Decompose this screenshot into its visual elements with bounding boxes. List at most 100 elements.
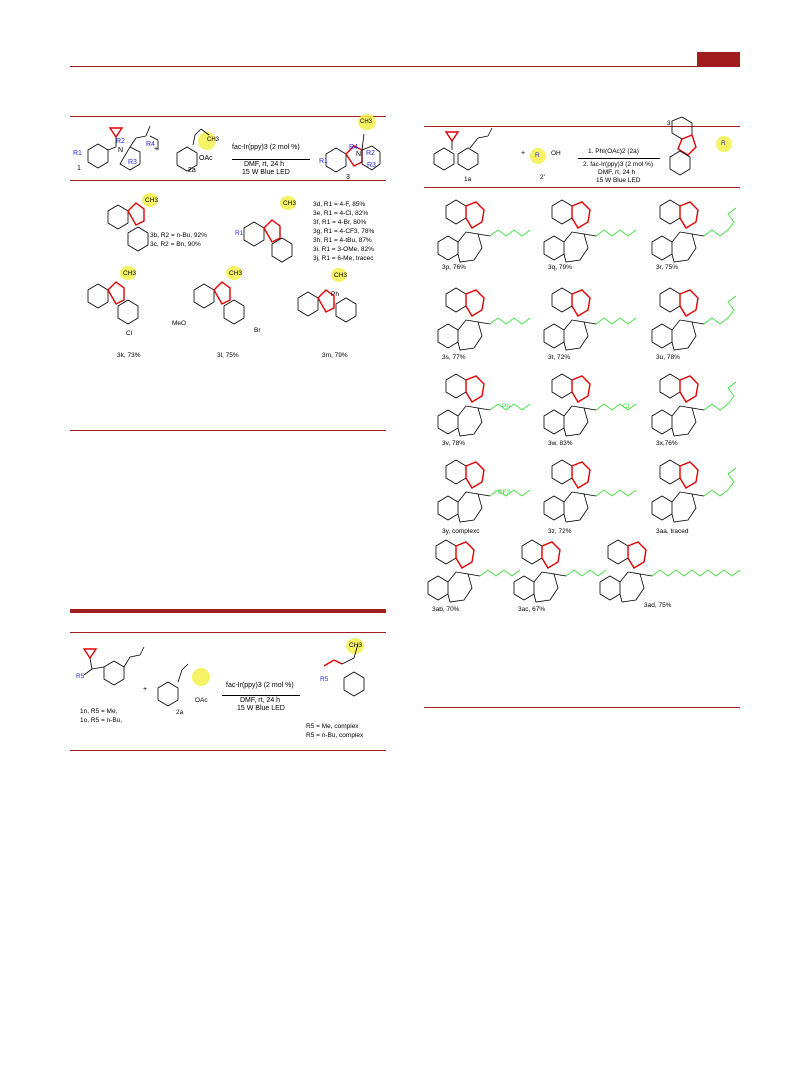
product-structure-3ab	[427, 539, 521, 603]
reagent2-highlight	[192, 668, 210, 686]
product-label-3s: 3s, 77%	[442, 354, 466, 361]
acid-r: R	[535, 152, 540, 159]
scheme3-bottom-rule	[424, 707, 740, 708]
product-label-3p: 3p, 76%	[442, 264, 466, 271]
step-1: 1. PhI(OAc)2 (2a)	[588, 148, 639, 155]
product2-highlight	[346, 638, 364, 654]
scheme1-divider	[70, 180, 386, 181]
reactant-1a-structure	[433, 127, 493, 171]
result-me: R5 = Me, complex	[306, 723, 359, 730]
list-item: 3i, R1 = 3-OMe, 82%	[313, 246, 374, 253]
scheme2-top-rule	[70, 632, 386, 633]
3c-label: 3c, R2 = Bn, 90%	[150, 241, 201, 248]
product-structure-3v	[437, 373, 531, 437]
structure-3m	[297, 289, 357, 323]
product-ch3: CH3	[360, 119, 373, 125]
reagent-2a-label: 2a	[188, 167, 196, 174]
condition-light: 15 W Blue LED	[242, 169, 290, 176]
product-label-3q: 3q, 79%	[548, 264, 572, 271]
3m-label: 3m, 79%	[322, 352, 348, 359]
product-n: N	[356, 151, 362, 158]
reaction-arrow-3	[578, 158, 660, 159]
scheme1-top-rule	[70, 116, 386, 117]
product-label-3u: 3u, 78%	[656, 354, 680, 361]
product-structure-3z	[543, 459, 637, 523]
reagent2-oac: OAc	[195, 697, 208, 704]
condition-solvent: DMF, rt, 24 h	[244, 161, 285, 168]
list-item: 3d, R1 = 4-F, 85%	[313, 201, 366, 208]
3k-ch3: CH3	[123, 270, 137, 277]
3w-cl: Cl	[623, 403, 630, 410]
plus-sign: +	[154, 146, 159, 153]
3l-meo: MeO	[172, 320, 187, 327]
header-rule	[70, 66, 740, 67]
structure-3k	[87, 281, 139, 325]
product-r3: R3	[367, 162, 376, 169]
3m-highlight	[331, 268, 347, 282]
reaction-arrow-2	[222, 695, 300, 696]
3v-ph: Ph	[502, 403, 510, 410]
list-item: 3f, R1 = 4-Br, 80%	[313, 219, 367, 226]
result-nbu: R5 = n-Bu, complex	[306, 732, 364, 739]
3l-br: Br	[254, 327, 261, 334]
scheme3-divider	[424, 187, 740, 188]
product-label-3w: 3w, 83%	[548, 440, 573, 447]
acid-label: 2'	[540, 174, 545, 181]
product-structure-3y	[437, 459, 531, 523]
3b-highlight	[142, 193, 158, 207]
product2-r5: R5	[320, 676, 329, 683]
3d-r1: R1	[235, 230, 244, 237]
product-3-structure	[325, 133, 381, 173]
3d-ch3: CH3	[283, 200, 297, 207]
structure-3b-3c	[107, 202, 149, 252]
condition3-solvent: DMF, rt, 24 h	[598, 169, 636, 176]
3k-label: 3k, 73%	[117, 352, 141, 359]
product-r: R	[721, 140, 726, 147]
product-structure-3ad	[599, 539, 741, 603]
condition2-light: 15 W Blue LED	[237, 705, 285, 712]
reagent-ch3: CH3	[207, 137, 220, 143]
product-structure-3q	[543, 199, 637, 263]
product-r4: R4	[349, 144, 358, 151]
scheme1-bottom-rule	[70, 430, 386, 431]
reagent2-structure	[157, 663, 189, 707]
product-highlight	[358, 114, 376, 130]
3l-ch3: CH3	[229, 270, 243, 277]
product-label-3ad: 3ad, 75%	[644, 602, 672, 609]
3l-label: 3l, 75%	[217, 352, 239, 359]
3y-cf3: CF3	[498, 489, 511, 496]
product-label-3z: 3z, 72%	[548, 528, 572, 535]
list-item: 3h, R1 = 4-tBu, 87%	[313, 237, 372, 244]
acid-oh: OH	[551, 150, 561, 157]
product-label-3aa: 3aa, traced	[656, 528, 689, 535]
product-structure-3w	[543, 373, 637, 437]
list-item: 3g, R1 = 4-CF3, 78%	[313, 228, 375, 235]
condition3-light: 15 W Blue LED	[596, 177, 641, 184]
condition-catalyst: fac-Ir(ppy)3 (2 mol %)	[232, 144, 300, 151]
3m-ph: Ph	[331, 291, 339, 298]
reactant-1-label: 1	[77, 165, 81, 172]
product-structure-3s	[437, 287, 531, 351]
reactant-r5: R5	[76, 673, 85, 680]
product-structure-3p	[437, 199, 531, 263]
product-label-3v: 3v, 78%	[442, 440, 466, 447]
scheme1-reactant-structure	[87, 125, 159, 171]
r4-label: R4	[146, 141, 155, 148]
3k-highlight	[120, 266, 136, 280]
product-structure-3r	[651, 199, 737, 263]
structure-3d-3j	[243, 219, 293, 263]
scheme2-bottom-rule	[70, 750, 386, 751]
3b-ch3: CH3	[145, 197, 159, 204]
product-r2: R2	[366, 150, 375, 157]
step-2: 2. fac-Ir(ppy)3 (2 mol %)	[583, 161, 654, 168]
reagent-2a-structure	[176, 128, 210, 172]
plus-sign-2: +	[143, 686, 148, 693]
3m-ch3: CH3	[334, 272, 348, 279]
product-structure-3ac	[513, 539, 607, 603]
3l-highlight	[226, 266, 242, 280]
product-3-label: 3	[346, 174, 350, 181]
section-divider	[70, 609, 386, 613]
r1-label: R1	[73, 150, 82, 157]
structure-3l	[193, 281, 245, 325]
reactant-1a-label: 1a	[464, 176, 472, 183]
